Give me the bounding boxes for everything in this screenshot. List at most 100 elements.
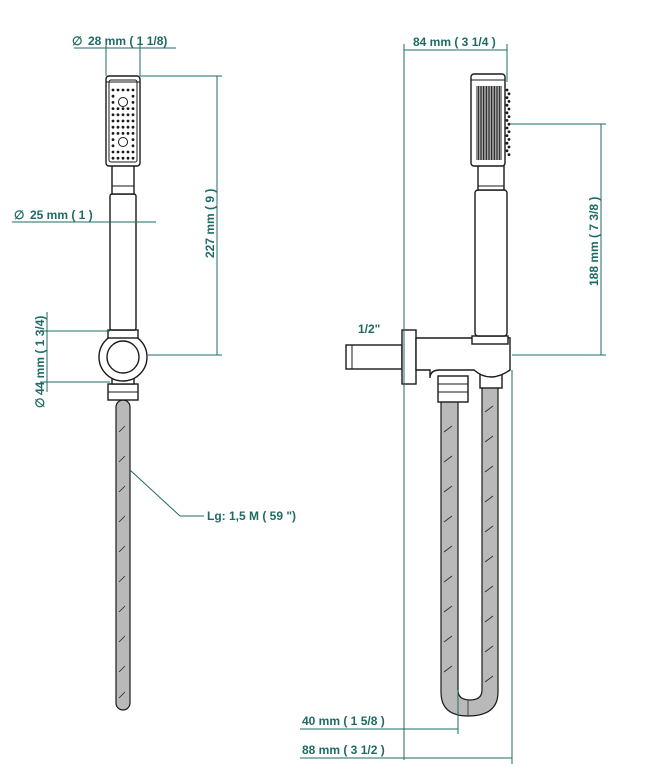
spray-nozzle xyxy=(121,125,125,129)
nozzle-tip xyxy=(507,153,511,157)
diameter-symbol: ∅ xyxy=(72,34,82,48)
nozzle-tip xyxy=(505,111,509,115)
spray-nozzle xyxy=(126,156,130,160)
dim-outer-width: 88 mm ( 3 1/2 ) xyxy=(300,370,513,764)
front-hose xyxy=(115,399,131,711)
spray-nozzle xyxy=(126,119,130,123)
spray-nozzle xyxy=(111,150,115,154)
spray-nozzle xyxy=(116,88,120,92)
side-handle xyxy=(474,163,508,337)
spray-nozzle xyxy=(126,88,130,92)
spray-nozzle xyxy=(131,119,135,123)
thread-size-label: 1/2" xyxy=(358,322,380,336)
nozzle-tip xyxy=(507,92,511,96)
spray-nozzle xyxy=(111,101,115,104)
spray-nozzle xyxy=(111,132,115,135)
nozzle-tip xyxy=(507,122,511,126)
nozzle-tip xyxy=(505,134,509,138)
nozzle-tip xyxy=(505,149,509,153)
dim-height: 188 mm ( 7 3/8 ) xyxy=(510,123,606,356)
front-shower-head xyxy=(105,75,141,167)
nozzle-tip xyxy=(507,138,511,141)
spray-nozzle xyxy=(131,138,135,142)
spray-nozzle xyxy=(111,94,115,98)
spray-nozzle xyxy=(126,150,130,154)
handle-diameter-label: 25 mm ( 1 ) xyxy=(30,208,93,222)
front-view: ∅ 28 mm ( 1 1/8) ∅ 25 mm ( 1 ) 227 mm ( … xyxy=(12,34,296,711)
dim-handle-length: 227 mm ( 9 ) xyxy=(140,75,222,356)
spray-nozzle xyxy=(111,138,115,142)
spray-nozzle xyxy=(111,113,115,117)
spray-nozzle xyxy=(131,107,135,110)
spray-nozzle xyxy=(111,156,115,160)
dim-inner-width: 40 mm ( 1 5/8 ) xyxy=(300,690,459,734)
spray-nozzle xyxy=(131,144,135,148)
nozzle-tip xyxy=(505,96,509,99)
nozzle-tip xyxy=(505,119,509,122)
nozzle-tip xyxy=(507,145,511,149)
side-hose xyxy=(440,377,499,717)
front-wall-bracket xyxy=(98,329,148,382)
height-label: 188 mm ( 7 3/8 ) xyxy=(587,197,601,286)
spray-nozzle xyxy=(131,94,135,98)
spray-nozzle xyxy=(121,156,125,160)
dim-head-depth: 84 mm ( 3 1/4 ) xyxy=(403,35,508,760)
bracket-diameter-label: 44 mm ( 1 3/4) xyxy=(33,316,47,395)
spray-nozzle xyxy=(131,150,135,154)
spray-nozzle xyxy=(121,132,125,135)
spray-nozzle xyxy=(116,150,120,154)
dim-handle-diameter: ∅ 25 mm ( 1 ) xyxy=(12,208,156,223)
front-hose-markings xyxy=(118,425,126,699)
spray-nozzle xyxy=(131,101,135,104)
nozzle-tip xyxy=(505,103,509,107)
side-shower-head xyxy=(470,73,511,167)
nozzle-tip xyxy=(507,115,511,118)
spray-nozzle xyxy=(111,125,115,129)
outer-width-label: 88 mm ( 3 1/2 ) xyxy=(302,743,385,757)
spray-nozzle xyxy=(131,132,135,135)
spray-nozzle xyxy=(116,107,120,110)
spray-nozzle xyxy=(131,113,135,117)
spray-nozzle xyxy=(131,125,135,129)
nozzle-tip xyxy=(507,130,511,134)
spray-nozzle xyxy=(131,156,135,160)
spray-nozzle xyxy=(126,113,130,117)
spray-nozzle xyxy=(116,113,120,117)
spray-nozzle xyxy=(121,88,125,92)
nozzle-ring-top xyxy=(118,97,128,107)
nozzle-ring-bottom xyxy=(118,137,128,147)
head-depth-label: 84 mm ( 3 1/4 ) xyxy=(413,35,496,49)
hose-length-label: Lg: 1,5 M ( 59 ") xyxy=(207,509,296,523)
dim-head-diameter: ∅ 28 mm ( 1 1/8) xyxy=(72,34,176,76)
nozzle-tip xyxy=(505,141,509,145)
spray-nozzle xyxy=(131,88,135,92)
side-view: 84 mm ( 3 1/4 ) 188 mm ( 7 3/8 ) 1/2" 40… xyxy=(300,35,606,764)
spray-nozzle xyxy=(116,125,120,129)
dim-bracket-diameter: 44 mm ( 1 3/4) ∅ xyxy=(33,312,110,408)
spray-nozzles xyxy=(111,88,135,160)
handle-length-label: 227 mm ( 9 ) xyxy=(203,189,217,258)
side-nozzle-tips xyxy=(505,88,511,157)
spray-nozzle xyxy=(126,132,130,135)
nozzle-tip xyxy=(507,100,511,103)
nozzle-tip xyxy=(505,88,509,92)
side-wall-outlet xyxy=(345,329,511,385)
side-ribs xyxy=(476,86,502,160)
nozzle-tip xyxy=(505,126,509,130)
inner-width-label: 40 mm ( 1 5/8 ) xyxy=(302,714,385,728)
diameter-symbol: ∅ xyxy=(33,398,47,408)
spray-nozzle xyxy=(116,156,120,160)
diameter-symbol: ∅ xyxy=(14,208,24,222)
spray-nozzle xyxy=(121,107,125,110)
spray-nozzle xyxy=(126,125,130,129)
spray-nozzle xyxy=(121,150,125,154)
spray-nozzle xyxy=(121,113,125,117)
spray-nozzle xyxy=(111,144,115,148)
spray-nozzle xyxy=(116,119,120,123)
side-hose-markings xyxy=(443,405,494,716)
spray-nozzle xyxy=(111,107,115,110)
spray-nozzle xyxy=(116,132,120,135)
dim-hose-length: Lg: 1,5 M ( 59 ") xyxy=(129,469,296,523)
nozzle-tip xyxy=(507,107,511,111)
